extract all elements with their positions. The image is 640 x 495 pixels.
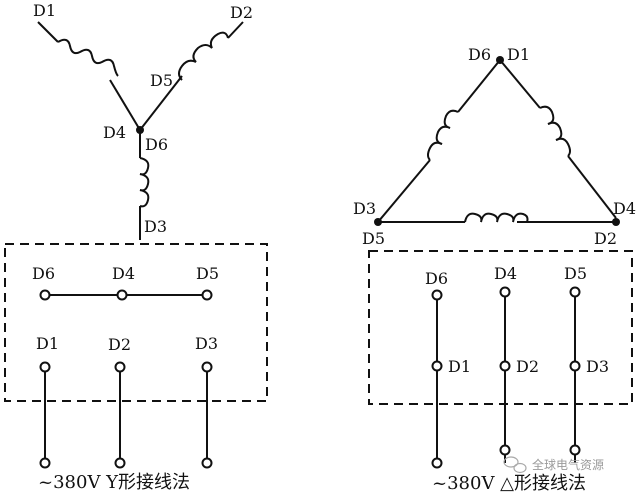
delta-coil-left [427,109,459,161]
star-box-label-d3: D3 [195,334,218,353]
star-terminal-d1 [39,361,51,373]
star-terminal-d2 [114,361,126,373]
star-terminal-d6 [39,289,51,301]
star-box-label-d1: D1 [36,334,59,353]
star-caption: ~380V Y形接线法 [38,472,190,493]
star-lead-d5 [139,75,183,131]
delta-right-side-upper [499,59,541,109]
delta-box-label-d4: D4 [494,264,517,283]
star-coil-d1-d4 [57,38,119,77]
delta-supply-terminal-2 [499,444,511,456]
delta-label-top-d6: D6 [468,45,491,64]
delta-label-right-d2: D2 [594,229,617,248]
delta-coil-right [539,105,571,157]
delta-node-right [612,218,620,226]
delta-node-top [496,56,504,64]
delta-box-label-d6: D6 [425,269,448,288]
star-connection: D1 D2 D5 D4 D6 D3 D6 D4 D5 D1 D2 D3 ~380… [4,1,268,493]
delta-terminal-d5 [569,286,581,298]
delta-supply-terminal-1 [431,457,443,469]
delta-terminal-d4 [499,286,511,298]
delta-caption: ~380V △形接线法 [432,473,586,494]
star-label-d5: D5 [150,71,173,90]
star-box-label-d4: D4 [112,264,135,283]
watermark-text: 全球电气资源 [532,457,604,472]
star-supply-terminal-3 [201,457,213,469]
delta-left-side-upper [457,59,501,113]
delta-box-label-d1: D1 [448,357,471,376]
delta-terminal-box [368,250,633,405]
delta-node-left [374,218,382,226]
delta-label-left-d3: D3 [353,199,376,218]
delta-box-label-d5: D5 [564,264,587,283]
delta-terminal-d2 [499,360,511,372]
star-label-d6: D6 [145,135,168,154]
star-terminal-d4 [116,289,128,301]
delta-supply-terminal-3 [569,444,581,456]
delta-terminal-d3 [569,360,581,372]
star-label-d3: D3 [144,217,167,236]
star-terminal-d5 [201,289,213,301]
delta-left-side-lower [377,159,431,223]
star-box-label-d2: D2 [108,335,131,354]
watermark: 全球电气资源 [503,456,604,474]
star-coil-d6-d3 [139,157,150,208]
delta-connection: D6 D1 D3 D5 D4 D2 D6 D4 D5 D1 D2 D3 ~380… [353,45,636,494]
delta-box-label-d3: D3 [586,357,609,376]
star-label-d2: D2 [230,3,253,22]
delta-coil-bottom [464,212,529,223]
star-lead-d4 [109,79,141,131]
delta-label-top-d1: D1 [507,45,530,64]
delta-terminal-d1 [431,360,443,372]
star-supply-terminal-2 [114,457,126,469]
star-label-d1: D1 [33,1,56,20]
star-coil-d2-d5 [178,31,229,81]
star-supply-terminal-1 [39,457,51,469]
delta-label-left-d5: D5 [362,229,385,248]
delta-label-right-d4: D4 [613,199,636,218]
star-lead-d1 [37,21,59,43]
delta-right-side-lower [567,155,617,219]
star-box-label-d6: D6 [32,264,55,283]
star-terminal-d3 [201,361,213,373]
star-lead-d2 [227,21,244,39]
delta-terminal-d6 [431,289,443,301]
chat-bubble-icon [503,456,527,474]
delta-box-label-d2: D2 [516,357,539,376]
star-box-label-d5: D5 [196,264,219,283]
star-label-d4: D4 [103,123,126,142]
